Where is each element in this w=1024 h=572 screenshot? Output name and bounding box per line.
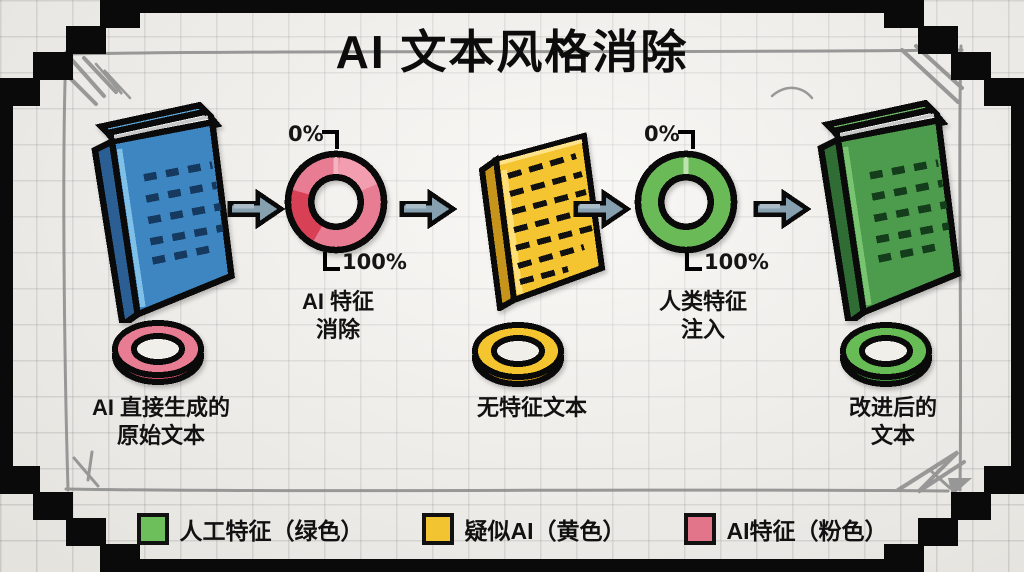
yellow-ring-icon (472, 322, 564, 387)
yellow-document-icon (478, 132, 606, 311)
pink-donut-gauge-icon (284, 150, 388, 254)
legend-item-pink: AI特征（粉色） (683, 512, 888, 546)
stage-caption: AI 特征 消除 (301, 289, 375, 342)
legend: 人工特征（绿色） 疑似AI（黄色） AI特征（粉色） (0, 512, 1024, 546)
green-ring-icon (840, 322, 932, 387)
green-swatch-icon (136, 513, 169, 545)
scale-top-bracket (678, 130, 695, 149)
scale-top-label: 0% (644, 122, 680, 146)
pink-ring-icon (112, 320, 204, 385)
scale-bottom-bracket (323, 252, 340, 271)
scale-bottom-label: 100% (342, 250, 407, 274)
arrow-right-icon (753, 188, 812, 230)
legend-label: AI特征（粉色） (726, 518, 888, 544)
green-donut-gauge-icon (634, 150, 738, 254)
scale-bottom-label: 100% (704, 250, 769, 274)
legend-label: 疑似AI（黄色） (464, 518, 626, 544)
green-book-icon (817, 99, 961, 321)
stage-caption: 人类特征 注入 (658, 289, 748, 342)
arrow-right-icon (573, 188, 632, 230)
scale-bottom-bracket (685, 252, 702, 271)
stage-caption: 改进后的 文本 (848, 395, 938, 448)
scale-top-bracket (322, 130, 339, 149)
legend-item-yellow: 疑似AI（黄色） (421, 512, 626, 546)
arrow-right-icon (399, 188, 458, 230)
stage-caption: 无特征文本 (476, 395, 588, 420)
legend-label: 人工特征（绿色） (179, 518, 364, 544)
yellow-swatch-icon (421, 513, 454, 545)
pink-swatch-icon (683, 513, 716, 545)
legend-item-green: 人工特征（绿色） (136, 512, 364, 546)
stage-caption: AI 直接生成的 原始文本 (91, 395, 231, 448)
scale-top-label: 0% (288, 122, 324, 146)
arrow-right-icon (227, 188, 286, 230)
page-title: AI 文本风格消除 (335, 26, 689, 78)
blue-book-icon (91, 101, 235, 323)
